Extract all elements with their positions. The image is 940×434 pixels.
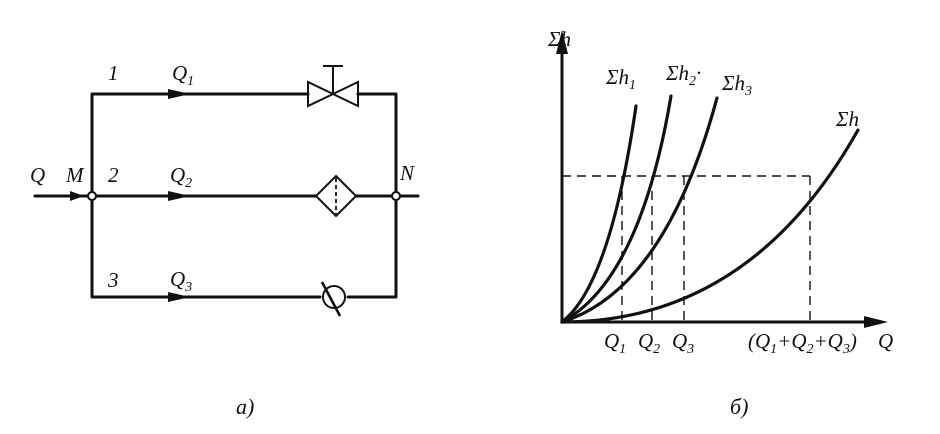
svg-text:(Q1+Q2+Q3): (Q1+Q2+Q3) [748, 329, 857, 357]
branch-3-pipe-out [346, 194, 398, 299]
x-tick-q2: Q2 [638, 329, 660, 357]
branch-2-number: 2 [108, 163, 119, 187]
node-n-label: N [399, 161, 415, 185]
curve-sh3 [560, 96, 719, 324]
branch-3-number: 3 [107, 268, 119, 292]
svg-text:Σh3: Σh3 [721, 71, 752, 99]
characteristic-graph: Σh Q Σh1 Σh2· Σh3 Σh Q1 Q2 Q3 (Q1+Q2+Q3)… [547, 27, 893, 419]
svg-text:Q3: Q3 [672, 329, 694, 357]
svg-text:Q3: Q3 [170, 267, 192, 295]
curve-label-sh3: Σh3 [721, 71, 752, 99]
branch-3-pipe-in [90, 194, 322, 299]
x-tick-qsum: (Q1+Q2+Q3) [748, 329, 857, 357]
pipe-scheme: Q M N 1 2 3 Q1 Q2 Q3 а) [30, 61, 420, 419]
branch-1-pipe-in [90, 92, 310, 198]
inflow-label: Q [30, 163, 45, 187]
svg-text:Q1: Q1 [172, 61, 194, 89]
curve-label-sh2: Σh2· [665, 61, 701, 89]
curve-label-sh: Σh [835, 107, 859, 131]
curve-label-sh1: Σh1 [605, 65, 636, 93]
x-tick-q3: Q3 [672, 329, 694, 357]
x-axis-arrow-icon [864, 316, 888, 328]
curve-sh-total [560, 128, 860, 324]
svg-text:Σh2·: Σh2· [665, 61, 701, 89]
scheme-caption: а) [236, 394, 254, 419]
svg-text:Q2: Q2 [638, 329, 660, 357]
branch-1-flow-arrow-icon [168, 89, 190, 99]
svg-text:Σh: Σh [835, 107, 859, 131]
branch-3-flow-arrow-icon [168, 292, 190, 302]
branch-1-pipe-out [356, 92, 398, 198]
x-tick-q1: Q1 [604, 329, 626, 357]
graph-caption: б) [730, 394, 748, 419]
branch-2-flow-label: Q2 [170, 163, 192, 191]
svg-text:Q2: Q2 [170, 163, 192, 191]
svg-text:Q1: Q1 [604, 329, 626, 357]
branch-1-number: 1 [108, 61, 119, 85]
branch-1-flow-label: Q1 [172, 61, 194, 89]
curve-sh2 [560, 94, 673, 324]
check-valve-icon [320, 281, 346, 317]
branch-3-flow-label: Q3 [170, 267, 192, 295]
filter-icon [314, 174, 358, 218]
node-m [87, 191, 97, 201]
node-m-label: M [65, 163, 85, 187]
curve-sh1 [560, 104, 638, 324]
y-axis-label: Σh [547, 27, 571, 51]
valve-icon [307, 65, 359, 108]
svg-text:Σh: Σh [547, 27, 571, 51]
x-axis-label: Q [878, 329, 893, 353]
svg-text:Σh1: Σh1 [605, 65, 636, 93]
inflow-arrow-icon [70, 191, 84, 201]
branch-2-flow-arrow-icon [168, 191, 190, 201]
node-n [391, 191, 401, 201]
y-axis-arrow-icon [556, 30, 568, 54]
